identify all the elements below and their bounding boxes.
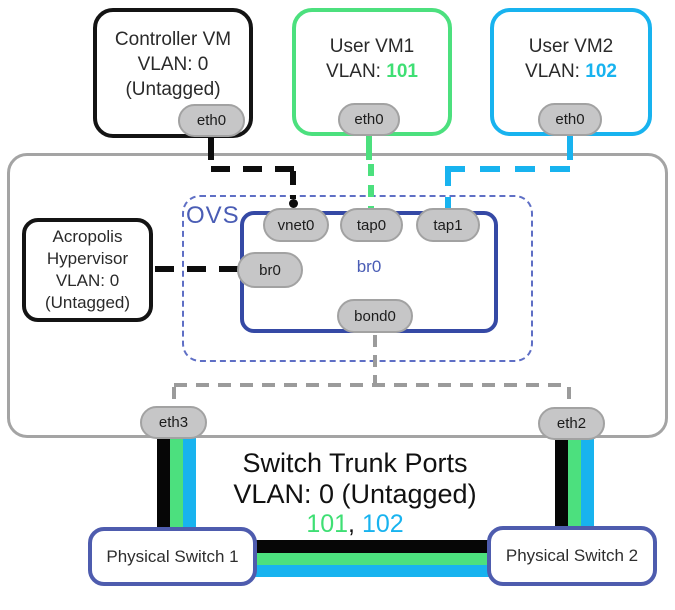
- user-vm2-vlan: VLAN: 102: [525, 59, 617, 84]
- vm1-eth0-pill: eth0: [338, 103, 400, 136]
- tap1-pill: tap1: [416, 208, 480, 242]
- trunk-vlans: 101, 102: [190, 510, 520, 538]
- controller-vm-box: Controller VM VLAN: 0 (Untagged): [93, 8, 253, 138]
- vm2-link-dash-v: [445, 171, 451, 212]
- controller-vm-name: Controller VM: [114, 28, 232, 50]
- hypervisor-tag: (Untagged): [44, 293, 131, 312]
- physical-switch-2-box: Physical Switch 2: [487, 526, 657, 586]
- trunk-label: Switch Trunk Ports VLAN: 0 (Untagged) 10…: [190, 448, 520, 538]
- eth2-pill: eth2: [538, 407, 605, 440]
- vm2-link-solid: [567, 130, 573, 160]
- controller-link-dash-h: [211, 166, 296, 172]
- br0-bridge-label: br0: [356, 257, 382, 276]
- trunk-vlan-101: 101: [306, 510, 349, 538]
- hypervisor-name-1: Acropolis: [52, 227, 123, 246]
- controller-link-solid: [208, 130, 214, 160]
- controller-eth0-pill: eth0: [178, 104, 245, 137]
- vnet0-pill: vnet0: [263, 208, 329, 242]
- controller-vm-tag: (Untagged): [125, 78, 221, 100]
- trunk-title: Switch Trunk Ports: [242, 448, 468, 478]
- bond-stub-eth2: [567, 387, 571, 406]
- vm2-link-dash-h: [445, 166, 570, 172]
- eth3-pill: eth3: [140, 406, 207, 439]
- hypervisor-vlan: VLAN: 0: [55, 271, 120, 290]
- trunk-subtitle: VLAN: 0 (Untagged): [233, 479, 477, 509]
- ovs-label: OVS: [186, 202, 240, 229]
- tap0-pill: tap0: [340, 208, 403, 242]
- trunk-vlan-separator: ,: [348, 510, 362, 538]
- acropolis-hypervisor-box: Acropolis Hypervisor VLAN: 0 (Untagged): [22, 218, 153, 322]
- bond0-downlink: [373, 335, 377, 385]
- user-vm2-name: User VM2: [528, 36, 614, 57]
- controller-link-endpoint-dot: [289, 199, 298, 208]
- vm1-link-solid: [366, 130, 372, 160]
- controller-vm-vlan: VLAN: 0: [137, 53, 209, 75]
- hypervisor-name-2: Hypervisor: [46, 249, 129, 268]
- bond0-pill: bond0: [337, 299, 413, 333]
- trunk-vlan-102: 102: [361, 510, 404, 538]
- user-vm1-vlan-prefix: VLAN:: [326, 61, 387, 82]
- bond-stub-eth3: [172, 387, 176, 406]
- hypervisor-br0-link: [155, 266, 243, 272]
- user-vm1-vlan: VLAN: 101: [326, 59, 418, 84]
- user-vm2-vlan-value: 102: [585, 61, 617, 82]
- vm1-link-dash-v: [368, 164, 374, 212]
- user-vm2-vlan-prefix: VLAN:: [525, 61, 586, 82]
- user-vm1-name: User VM1: [329, 36, 415, 57]
- br0-port-pill: br0: [237, 252, 303, 288]
- user-vm1-vlan-value: 101: [386, 61, 418, 82]
- controller-link-dash-v: [290, 171, 296, 199]
- vm2-eth0-pill: eth0: [538, 103, 602, 136]
- ovs-container: [182, 195, 533, 362]
- bond-bus-horizontal: [174, 383, 568, 387]
- physical-switch-1-box: Physical Switch 1: [88, 527, 257, 586]
